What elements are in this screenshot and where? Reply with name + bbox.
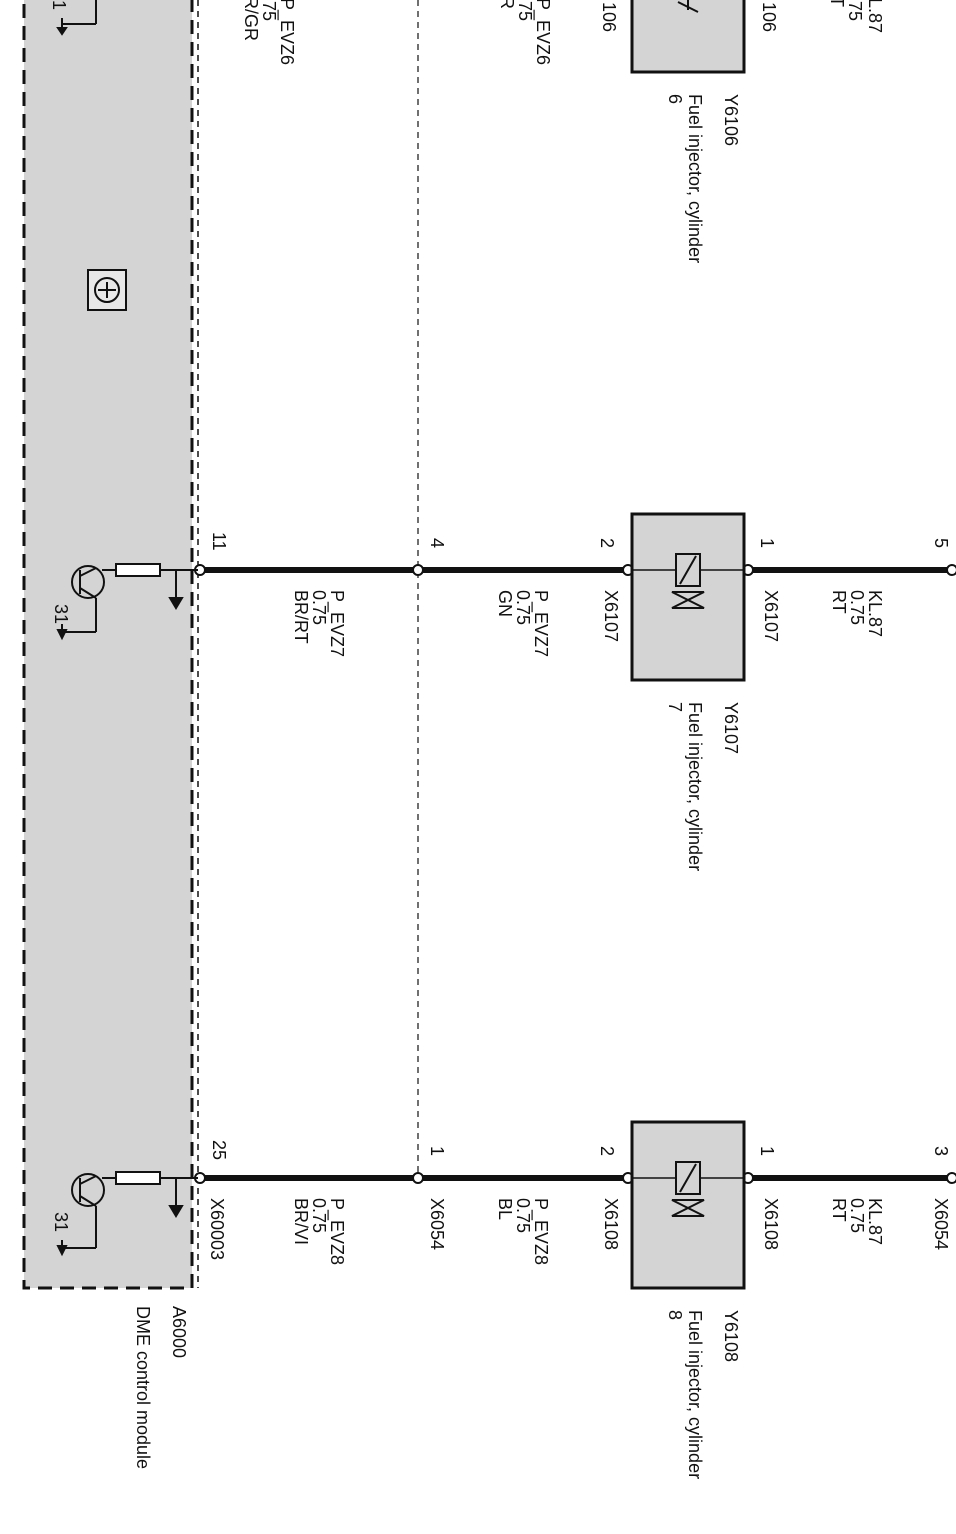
c8-low-wire-size: 0.75 — [309, 1198, 329, 1234]
injector-y6106-label: Fuel injector, cylinder — [685, 94, 705, 264]
injector-y6106-valve-icon — [677, 0, 699, 13]
dme-module-box — [22, 0, 194, 1290]
c7-ground-label: 31 — [51, 604, 71, 625]
c7-injector-high-pin: 1 — [757, 538, 777, 549]
partial-mid-wire-color: R — [497, 0, 517, 9]
injector-y6107-valve-icon — [632, 553, 744, 609]
c8-top-connector: X6054 — [931, 1198, 951, 1251]
c7-module-pin: 11 — [209, 532, 229, 551]
injector-y6108-label: Fuel injector, cylinder — [685, 1310, 705, 1480]
injector-y6107-label: Fuel injector, cylinder — [685, 702, 705, 872]
partial-wire-name: P_EVZ6 — [277, 0, 297, 66]
c7-mid-wire-name: P_EVZ7 — [531, 590, 551, 658]
partial-kl-size: .75 — [845, 0, 865, 22]
c7-low-wire-color: BR/RT — [291, 590, 311, 644]
module-name: DME control module — [133, 1306, 153, 1470]
module-id: A6000 — [169, 1306, 189, 1359]
c8-injector-connector-high: X6108 — [761, 1198, 781, 1251]
c8-injector-high-pin: 1 — [757, 1146, 777, 1157]
partial-connector-label: 106 — [599, 2, 619, 33]
c8-high-wire-color: RT — [829, 1198, 849, 1222]
c7-injector-connector-high: X6107 — [761, 590, 781, 643]
connector-terminals — [194, 564, 956, 1184]
c7-high-wire-color: RT — [829, 590, 849, 614]
c8-injector-low-pin: 2 — [597, 1146, 617, 1157]
injector-y6108-cylinder: 8 — [665, 1310, 685, 1321]
partial-ground-symbol — [56, 0, 97, 36]
c8-low-wire-name: P_EVZ8 — [327, 1198, 347, 1266]
injector-y6107-id: Y6107 — [721, 702, 741, 755]
ecu-transistor-icon — [87, 269, 127, 311]
c7-mid-wire-size: 0.75 — [513, 590, 533, 626]
injector-y6106-id: Y6106 — [721, 94, 741, 147]
c7-low-wire-name: P_EVZ7 — [327, 590, 347, 658]
partial-connector-label-2: 106 — [759, 2, 779, 33]
c8-mid-wire-color: BL — [495, 1198, 515, 1221]
driver-circuit7-icon — [56, 563, 198, 641]
injector-y6106-cylinder: 6 — [665, 94, 685, 105]
partial-pin-label: 1 — [49, 0, 69, 11]
c7-low-wire-size: 0.75 — [309, 590, 329, 626]
c7-injector-low-pin: 2 — [597, 538, 617, 549]
c8-low-wire-color: BR/VI — [291, 1198, 311, 1246]
c7-injector-connector-low: X6107 — [601, 590, 621, 643]
c8-high-wire-size: 0.75 — [847, 1198, 867, 1234]
partial-kl-label: L.87 — [865, 0, 885, 34]
c8-module-connector: X60003 — [207, 1198, 227, 1261]
injector-y6107-cylinder: 7 — [665, 702, 685, 713]
driver-circuit8-icon — [56, 1171, 198, 1257]
c8-mid-wire-name: P_EVZ8 — [531, 1198, 551, 1266]
c8-splice-connector: X6054 — [427, 1198, 447, 1251]
c8-splice-pin: 1 — [427, 1146, 447, 1157]
c8-injector-connector-low: X6108 — [601, 1198, 621, 1251]
partial-wire-color: R/GR — [241, 0, 261, 41]
c8-ground-label: 31 — [51, 1212, 71, 1233]
c7-high-wire-name: KL.87 — [865, 590, 885, 638]
c7-top-pin: 5 — [931, 538, 951, 549]
injector-y6108-box — [630, 1120, 746, 1290]
partial-mid-wire-size: .75 — [515, 0, 535, 22]
c8-module-pin: 25 — [209, 1140, 229, 1161]
c8-top-pin: 3 — [931, 1146, 951, 1157]
partial-wire-size: .75 — [259, 0, 279, 22]
c7-mid-wire-color: GN — [495, 590, 515, 617]
partial-kl-color: T — [827, 0, 847, 7]
c7-high-wire-size: 0.75 — [847, 590, 867, 626]
injector-y6107-box — [630, 512, 746, 682]
c8-mid-wire-size: 0.75 — [513, 1198, 533, 1234]
c8-high-wire-name: KL.87 — [865, 1198, 885, 1246]
injector-y6106-box — [630, 0, 746, 74]
c7-splice-pin: 4 — [427, 538, 447, 549]
injector-y6108-id: Y6108 — [721, 1310, 741, 1363]
injector-y6108-valve-icon — [632, 1161, 744, 1217]
partial-mid-wire-name: P_EVZ6 — [533, 0, 553, 66]
